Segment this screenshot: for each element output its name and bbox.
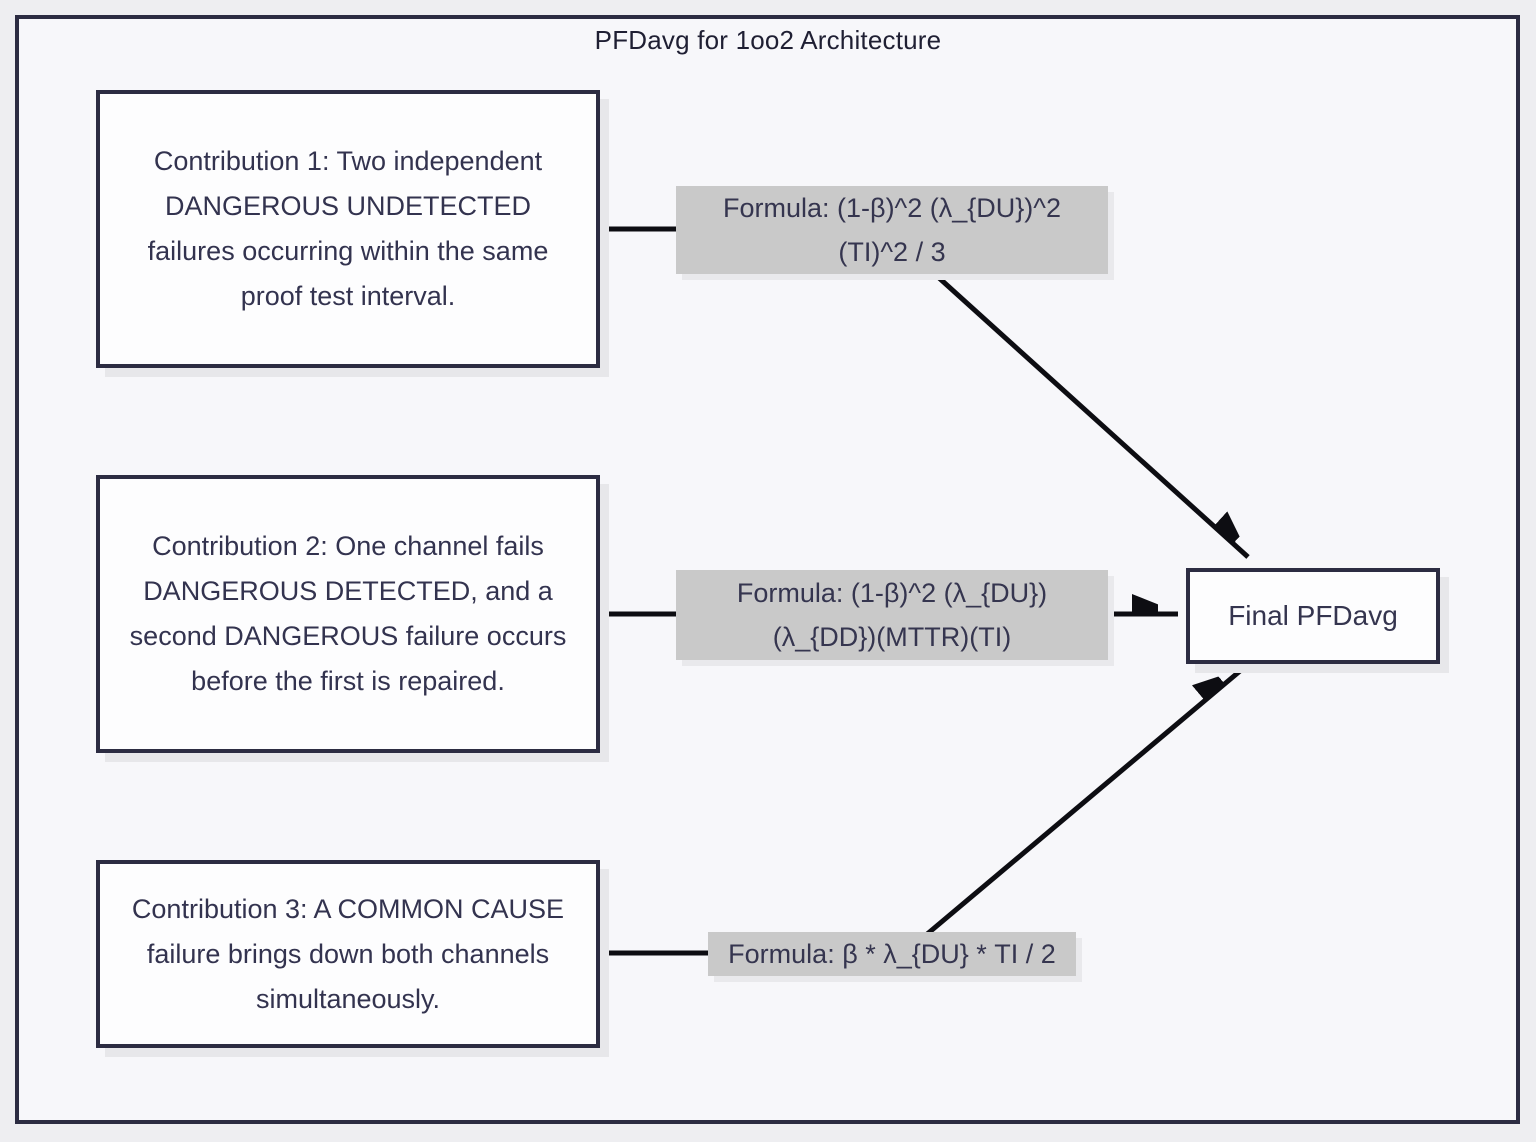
contribution1-label: Contribution 1: Two independent DANGEROU… xyxy=(147,146,549,311)
contribution3-box: Contribution 3: A COMMON CAUSE failure b… xyxy=(96,860,600,1048)
final-pfdavg-box: Final PFDavg xyxy=(1186,568,1440,664)
final-pfdavg-label: Final PFDavg xyxy=(1228,600,1398,631)
diagram-title: PFDavg for 1oo2 Architecture xyxy=(594,25,942,55)
contribution2-box: Contribution 2: One channel fails DANGER… xyxy=(96,475,600,753)
contribution2-label: Contribution 2: One channel fails DANGER… xyxy=(129,531,567,696)
contribution1-box: Contribution 1: Two independent DANGEROU… xyxy=(96,90,600,368)
formula2-box: Formula: (1-β)^2 (λ_{DU}) (λ_{DD})(MTTR)… xyxy=(676,570,1108,660)
formula1-label: Formula: (1-β)^2 (λ_{DU})^2 (TI)^2 / 3 xyxy=(723,193,1061,267)
formula2-label: Formula: (1-β)^2 (λ_{DU}) (λ_{DD})(MTTR)… xyxy=(736,578,1048,652)
contribution3-label: Contribution 3: A COMMON CAUSE failure b… xyxy=(131,893,565,1014)
formula3-label: Formula: β * λ_{DU} * TI / 2 xyxy=(728,939,1056,969)
formula1-box: Formula: (1-β)^2 (λ_{DU})^2 (TI)^2 / 3 xyxy=(676,186,1108,274)
formula3-box: Formula: β * λ_{DU} * TI / 2 xyxy=(708,932,1076,976)
